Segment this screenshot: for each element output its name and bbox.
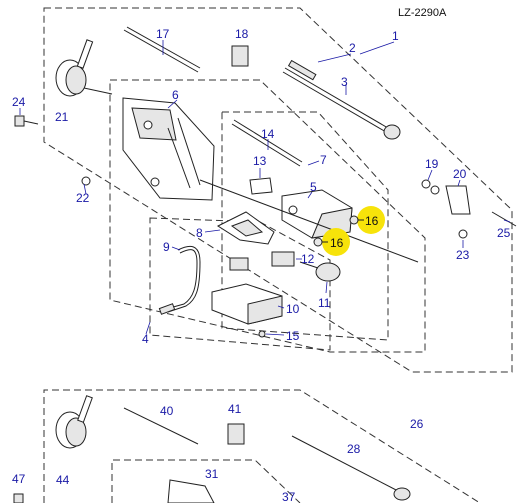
callout-4: 4	[142, 332, 149, 346]
part-21-knob	[55, 39, 113, 97]
part-47-screw	[13, 493, 24, 503]
assembly-outline-lower-1	[43, 389, 481, 503]
callout-21: 21	[55, 110, 69, 124]
callout-37: 37	[282, 490, 296, 503]
part-23-washer	[458, 229, 468, 239]
callout-9: 9	[163, 240, 170, 254]
part-15-screw	[258, 330, 266, 338]
callout-22: 22	[76, 191, 90, 205]
callout-16-lower: 16	[330, 236, 344, 250]
callout-24: 24	[12, 95, 26, 109]
callout-1: 1	[392, 29, 399, 43]
part-16-screw-upper	[349, 215, 359, 225]
part-31-plate	[167, 479, 215, 503]
part-18-connector	[231, 45, 249, 67]
part-9-cable	[158, 245, 201, 315]
part-11-knob	[299, 261, 341, 282]
highlight-16-upper	[357, 206, 385, 234]
part-3-shaft	[282, 59, 401, 140]
part-20-bracket	[445, 185, 471, 215]
assembly-outline-lower-2	[111, 459, 301, 503]
assembly-outline-1	[43, 7, 513, 373]
part-8-bracket	[216, 211, 275, 245]
part-17-cable-tie	[123, 26, 201, 73]
model-code: LZ-2290A	[398, 7, 447, 19]
part-22-washer	[81, 176, 91, 186]
callout-31: 31	[205, 467, 219, 481]
assembly-outline-2	[109, 79, 426, 353]
highlight-16-lower	[322, 228, 350, 256]
callout-20: 20	[453, 167, 467, 181]
part-24-screw	[14, 115, 39, 127]
callout-28: 28	[347, 442, 361, 456]
callout-10: 10	[286, 302, 300, 316]
part-28-shaft	[291, 435, 401, 493]
callout-23: 23	[456, 248, 470, 262]
part-41-connector	[227, 423, 245, 445]
part-rod	[199, 179, 419, 263]
leader-lines	[19, 40, 511, 336]
callout-5: 5	[310, 180, 317, 194]
callout-14: 14	[261, 127, 275, 141]
callout-18: 18	[235, 27, 249, 41]
part-40-cable-tie	[123, 407, 199, 445]
callout-19: 19	[425, 157, 439, 171]
part-19-washers	[421, 179, 440, 195]
part-12-clamp	[271, 251, 295, 267]
callout-11: 11	[318, 296, 331, 310]
callout-25: 25	[497, 226, 511, 240]
part-6-plate	[122, 97, 215, 201]
part-25-screw	[491, 211, 517, 227]
callout-17: 17	[156, 27, 170, 41]
callout-40: 40	[160, 404, 174, 418]
callout-16-upper: 16	[365, 214, 379, 228]
callout-26: 26	[410, 417, 424, 431]
callout-15: 15	[286, 329, 300, 343]
part-16-screw-lower	[313, 237, 323, 247]
part-44-knob	[55, 395, 93, 449]
callout-3: 3	[341, 75, 348, 89]
callout-8: 8	[196, 226, 203, 240]
callout-12: 12	[301, 252, 315, 266]
callout-41: 41	[228, 402, 242, 416]
part-28-end	[393, 487, 411, 501]
part-10-box	[211, 283, 283, 325]
callout-6: 6	[172, 88, 179, 102]
callout-2: 2	[349, 41, 356, 55]
part-13-bracket	[249, 177, 273, 195]
callout-13: 13	[253, 154, 267, 168]
callout-7: 7	[320, 153, 327, 167]
callout-47: 47	[12, 472, 26, 486]
callout-44: 44	[56, 473, 70, 487]
part-connector	[229, 257, 249, 271]
